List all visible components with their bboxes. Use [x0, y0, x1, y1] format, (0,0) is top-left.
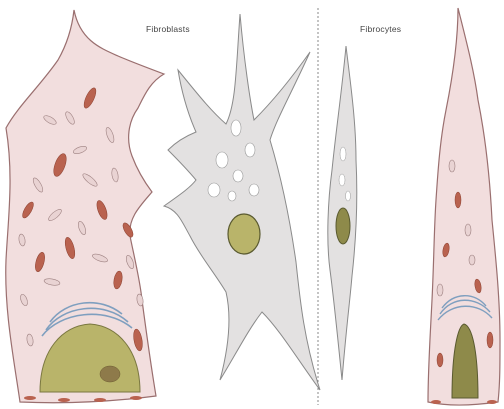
- nucleus: [336, 208, 350, 244]
- fibrocytes-label: Fibrocytes: [360, 24, 401, 34]
- fibroblasts-label: Fibroblasts: [146, 24, 190, 34]
- nucleus: [228, 214, 260, 254]
